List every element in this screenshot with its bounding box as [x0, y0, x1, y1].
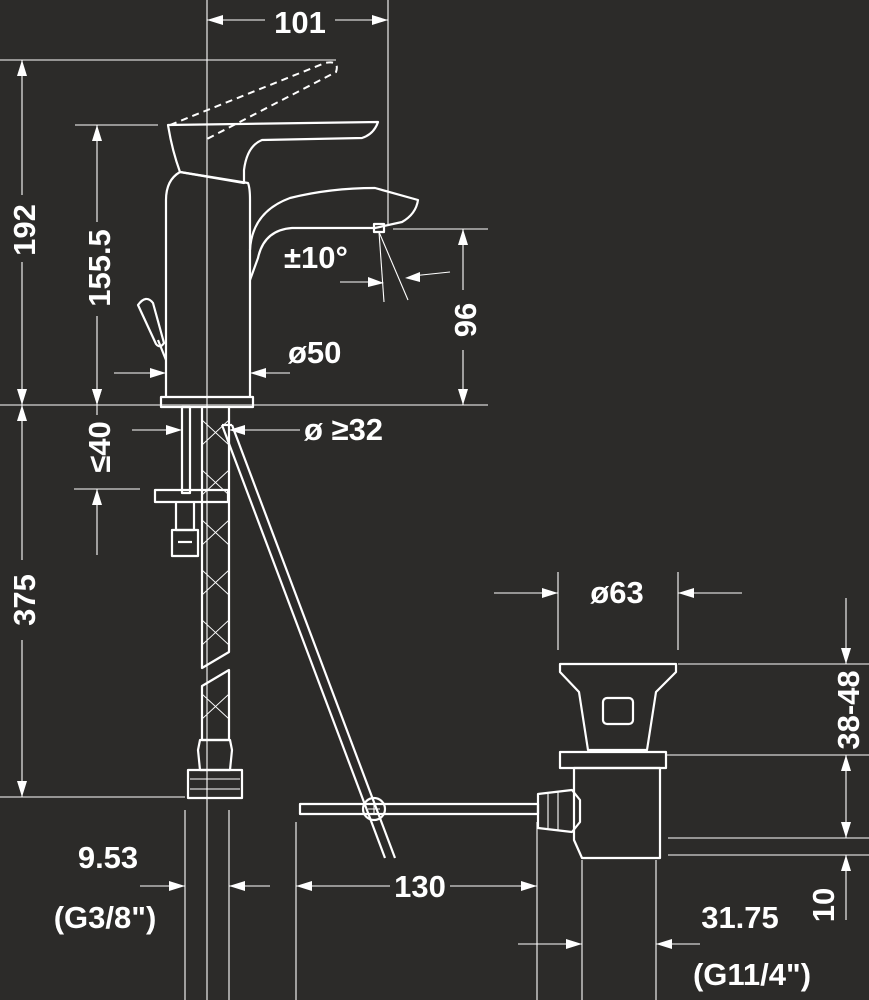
dim-waste-flange-diameter: ø63 — [590, 575, 643, 610]
dim-total-height: 192 — [7, 204, 42, 256]
pop-up-rod — [220, 423, 540, 859]
dim-hose-connection-thread: (G3/8") — [54, 900, 157, 935]
dim-hose-connection-size: 9.53 — [78, 840, 138, 875]
dim-hole-diameter: ø ≥32 — [304, 412, 383, 447]
dim-waste-outlet-size: 31.75 — [701, 900, 779, 935]
faucet-body — [136, 61, 420, 800]
dim-lever-reach: 101 — [274, 5, 326, 40]
dim-swivel-angle: ±10° — [284, 240, 348, 275]
dimension-lines — [17, 15, 851, 949]
dim-deck-thickness: ≤40 — [82, 421, 117, 473]
drain-waste — [536, 662, 678, 860]
dim-pop-up-rod-length: 130 — [394, 869, 446, 904]
dim-hose-length: 375 — [7, 574, 42, 626]
dim-body-diameter: ø50 — [288, 335, 341, 370]
dim-basin-thickness-range: 38-48 — [831, 670, 866, 749]
dim-waste-outlet-offset: 10 — [806, 888, 841, 922]
dimension-labels: 101 192 155.5 ±10° 96 ø50 ø ≥32 ≤40 375 … — [7, 5, 866, 992]
hose-braid — [201, 419, 230, 720]
dim-waste-outlet-thread: (G11/4") — [693, 957, 811, 992]
dim-spout-height: 155.5 — [82, 229, 117, 307]
dim-spout-clearance: 96 — [448, 303, 483, 337]
